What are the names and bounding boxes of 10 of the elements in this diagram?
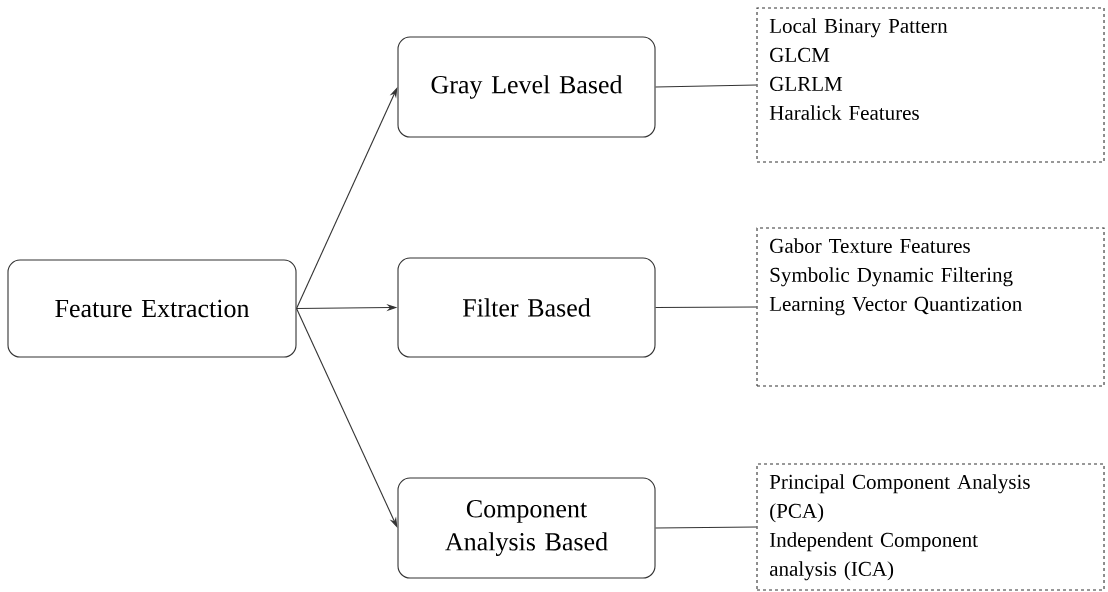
process-box: Gray Level Based: [397, 36, 656, 138]
process-box: Feature Extraction: [7, 259, 297, 358]
process-box: Filter Based: [397, 257, 656, 358]
list-box: Gabor Texture Features Symbolic Dynamic Filtering Learning Vector Quantization: [756, 227, 1105, 387]
process-box: Component Analysis Based: [397, 477, 656, 579]
connector-line: [655, 306, 757, 309]
list-box: Principal Component Analysis (PCA) Independent Component analysis (ICA): [756, 463, 1105, 591]
list-box: Local Binary Pattern GLCM GLRLM Haralick Features: [756, 7, 1105, 163]
connector-line: [655, 84, 757, 88]
connector-line: [655, 526, 757, 529]
